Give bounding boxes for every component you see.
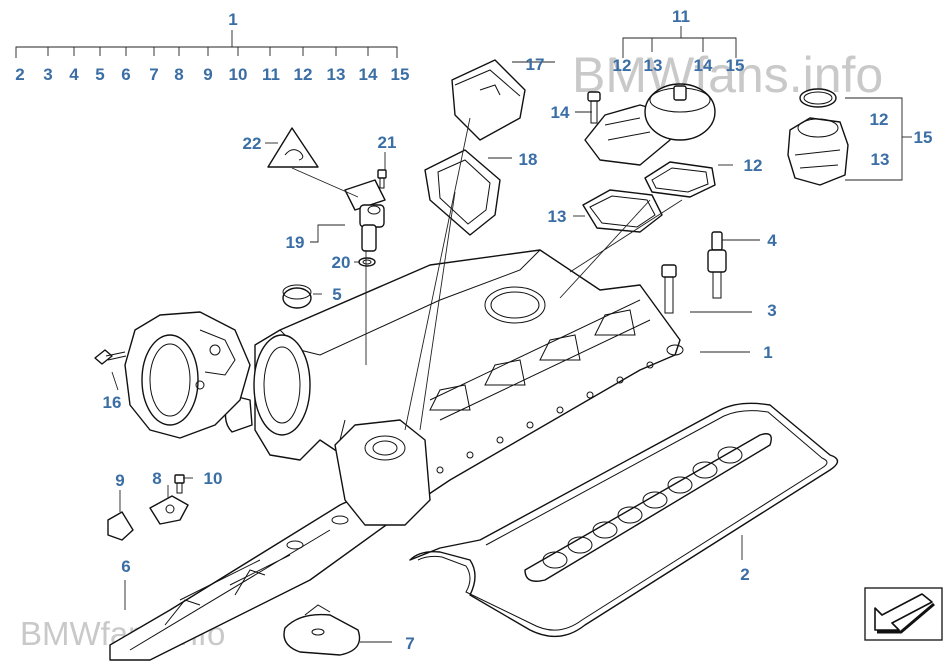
group-15-bracket: 15 12 13	[845, 97, 933, 181]
callout-22[interactable]: 22	[243, 134, 262, 153]
callout-9[interactable]: 9	[115, 471, 124, 490]
callout-5[interactable]: 5	[332, 285, 341, 304]
group-1-item[interactable]: 10	[229, 65, 248, 84]
sensor-4	[707, 231, 727, 299]
group-11-item[interactable]: 14	[694, 56, 713, 75]
callout-19[interactable]: 19	[286, 233, 305, 252]
group-1-item[interactable]: 8	[174, 65, 183, 84]
bracket-8	[149, 495, 189, 525]
group-1-item[interactable]: 5	[95, 65, 104, 84]
callout-10[interactable]: 10	[204, 469, 223, 488]
warning-label-22	[267, 127, 319, 168]
bolt-10	[174, 474, 185, 494]
callout-12[interactable]: 12	[744, 156, 763, 175]
callout-20[interactable]: 20	[332, 253, 351, 272]
arrow-return-icon[interactable]	[864, 587, 943, 641]
callout-3[interactable]: 3	[767, 301, 776, 320]
callout-2[interactable]: 2	[740, 565, 749, 584]
group-1-label[interactable]: 1	[228, 10, 237, 29]
group-1-item[interactable]: 12	[294, 65, 313, 84]
screw-14	[587, 91, 601, 124]
group-11-item[interactable]: 15	[726, 56, 745, 75]
group-15-label[interactable]: 15	[914, 128, 933, 147]
valve-cover	[224, 249, 684, 526]
group-1-bracket: 1 2 3 4 5 6 7 8 9 10 11 12 13 14 15	[15, 10, 409, 84]
filler-cap-17	[451, 59, 526, 141]
gasket-12	[644, 161, 716, 198]
group-1-item[interactable]: 13	[327, 65, 346, 84]
callout-8[interactable]: 8	[152, 469, 161, 488]
group-15-item[interactable]: 13	[871, 150, 890, 169]
plug-cap-5	[282, 284, 312, 309]
callout-16[interactable]: 16	[103, 393, 122, 412]
group-11-label[interactable]: 11	[672, 7, 690, 26]
callout-leaders	[111, 61, 760, 643]
callout-18[interactable]: 18	[519, 150, 538, 169]
valve-cover-gasket	[409, 402, 839, 638]
filler-seal-18	[424, 149, 501, 236]
group-1-item[interactable]: 9	[203, 65, 212, 84]
group-1-item[interactable]: 11	[262, 65, 280, 84]
group-11-bracket: 11 12 13 14 15	[613, 7, 745, 75]
camshaft-sensor	[344, 179, 386, 252]
group-1-item[interactable]: 7	[149, 65, 158, 84]
group-1-item[interactable]: 15	[391, 65, 410, 84]
callout-17[interactable]: 17	[526, 55, 545, 74]
bolt-21	[377, 169, 387, 189]
callout-6[interactable]: 6	[121, 557, 130, 576]
screw-16	[94, 349, 127, 365]
bracket-clip-7	[283, 604, 361, 656]
gasket-13	[582, 189, 663, 233]
callout-1[interactable]: 1	[763, 343, 772, 362]
group-11-item[interactable]: 13	[644, 56, 663, 75]
throttle-housing	[124, 311, 251, 439]
callout-13[interactable]: 13	[548, 207, 567, 226]
group-11-item[interactable]: 12	[613, 56, 632, 75]
callout-21[interactable]: 21	[378, 133, 397, 152]
o-ring-15	[799, 88, 837, 108]
o-ring-20	[358, 257, 376, 267]
vent-valve-11	[584, 83, 716, 166]
group-1-item[interactable]: 2	[15, 65, 24, 84]
pressure-valve-15	[787, 117, 849, 186]
group-1-item[interactable]: 14	[359, 65, 378, 84]
group-15-item[interactable]: 12	[870, 110, 889, 129]
callout-14[interactable]: 14	[551, 103, 570, 122]
group-1-item[interactable]: 6	[121, 65, 130, 84]
group-1-item[interactable]: 3	[43, 65, 52, 84]
bolt-3	[661, 264, 677, 314]
callout-4[interactable]: 4	[767, 231, 777, 250]
group-1-item[interactable]: 4	[69, 65, 79, 84]
callout-7[interactable]: 7	[405, 634, 414, 653]
clip-9	[107, 511, 134, 541]
